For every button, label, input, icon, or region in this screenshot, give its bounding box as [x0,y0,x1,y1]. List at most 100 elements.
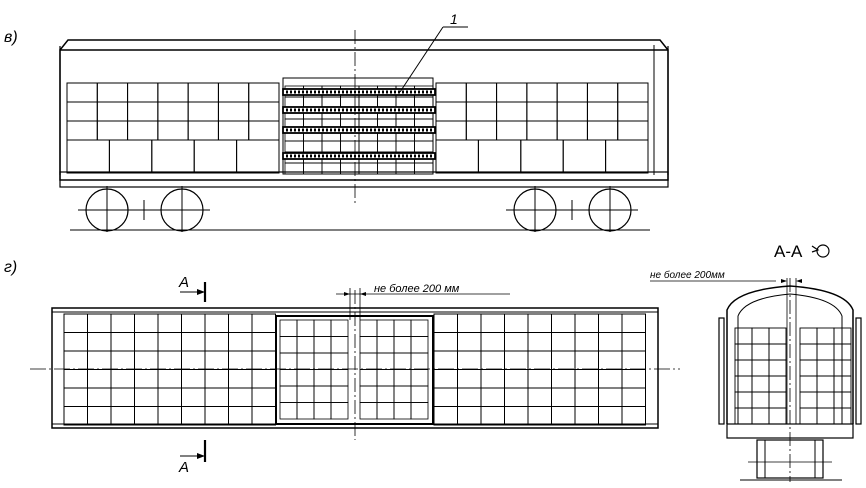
cargo-bale [551,350,576,370]
cargo-bale [414,140,434,153]
cargo-bale [376,385,395,403]
cargo-bale [296,319,315,337]
cargo-bale [751,375,770,393]
cargo-bale [527,332,552,352]
cargo-bale [296,352,315,370]
cargo-bale [313,319,332,337]
cargo-bale [279,352,298,370]
cargo-bale [598,313,623,333]
cargo-bale [410,352,429,370]
cargo-bale [248,120,280,141]
cargo-bale [66,120,98,141]
cargo-bale [127,82,159,103]
cargo-bale [228,350,253,370]
cargo-bale [433,332,458,352]
cargo-bale [574,387,599,407]
cargo-bale [605,139,649,174]
cargo-bale [157,406,182,426]
cargo-bale [414,162,434,175]
cargo-bale [359,385,378,403]
cargo-bale [376,336,395,354]
cargo-bale [376,402,395,420]
cargo-bale [527,313,552,333]
cargo-bale [393,402,412,420]
cargo-bale [151,139,195,174]
cargo-bale [574,350,599,370]
cargo-bale [204,369,229,389]
cargo-bale [110,369,135,389]
cargo-bale [96,82,129,103]
cargo-bale [768,327,787,345]
cargo-bale [621,369,646,389]
cargo-bale [251,406,276,426]
cargo-bale [204,387,229,407]
cargo-bale [63,369,88,389]
cargo-bale [377,140,397,153]
cargo-bale [279,369,298,387]
cargo-bale [751,407,770,425]
cargo-bale [110,387,135,407]
cargo-bale [157,369,182,389]
cargo-bale [393,336,412,354]
cargo-bale [376,352,395,370]
cargo-bale [768,391,787,409]
cargo-bale [527,369,552,389]
cargo-bale [598,350,623,370]
cargo-bale [551,387,576,407]
cargo-bale [617,120,649,141]
cargo-bale [359,369,378,387]
cargo-bale [816,391,835,409]
cargo-bale [251,387,276,407]
callout-leader [399,26,444,93]
cargo-bale [217,101,250,122]
cargo-bale [110,313,135,333]
cargo-bale [551,313,576,333]
cargo-bale [279,385,298,403]
cargo-bale [768,343,787,361]
cargo-bale [66,139,110,174]
cargo-bale [504,350,529,370]
cargo-bale [816,407,835,425]
cargo-bale [799,327,818,345]
cargo-bale [393,319,412,337]
cargo-bale [768,407,787,425]
cargo-bale [768,359,787,377]
cargo-bale [496,120,528,141]
rotated-view-symbol-icon [811,244,830,258]
cargo-bale [433,350,458,370]
cargo-bale [477,139,522,174]
cargo-bale [816,359,835,377]
cargo-bale [527,387,552,407]
cargo-bale [66,82,98,103]
section-cargo [734,327,852,425]
cargo-bale [157,313,182,333]
cargo-bale [504,369,529,389]
cargo-bale [157,350,182,370]
section-letter-bottom: А [178,459,189,476]
cargo-bale [586,120,619,141]
cargo-bale [520,139,564,174]
cargo-bale [551,406,576,426]
cargo-bale [598,332,623,352]
cargo-bale [526,101,558,122]
cargo-bale [321,140,341,153]
cargo-bale [556,120,588,141]
cargo-bale [217,120,250,141]
cargo-bale [433,387,458,407]
cargo-bale [181,313,206,333]
section-a-a: А-А не более 200мм [650,242,862,482]
cargo-bale [340,140,360,153]
cargo-bale [236,139,280,174]
plan-door-cargo [279,319,429,420]
cargo-bale [204,332,229,352]
cargo-bale [433,313,458,333]
wagon-plan-view: не более 200 мм А А [30,274,680,476]
cargo-bale [279,402,298,420]
wagon-body [59,49,669,181]
cargo-stack-right [435,82,649,174]
cargo-bale [799,407,818,425]
cargo-bale [410,319,429,337]
cargo-bale [621,332,646,352]
cargo-bale [313,352,332,370]
cargo-bale [330,385,349,403]
